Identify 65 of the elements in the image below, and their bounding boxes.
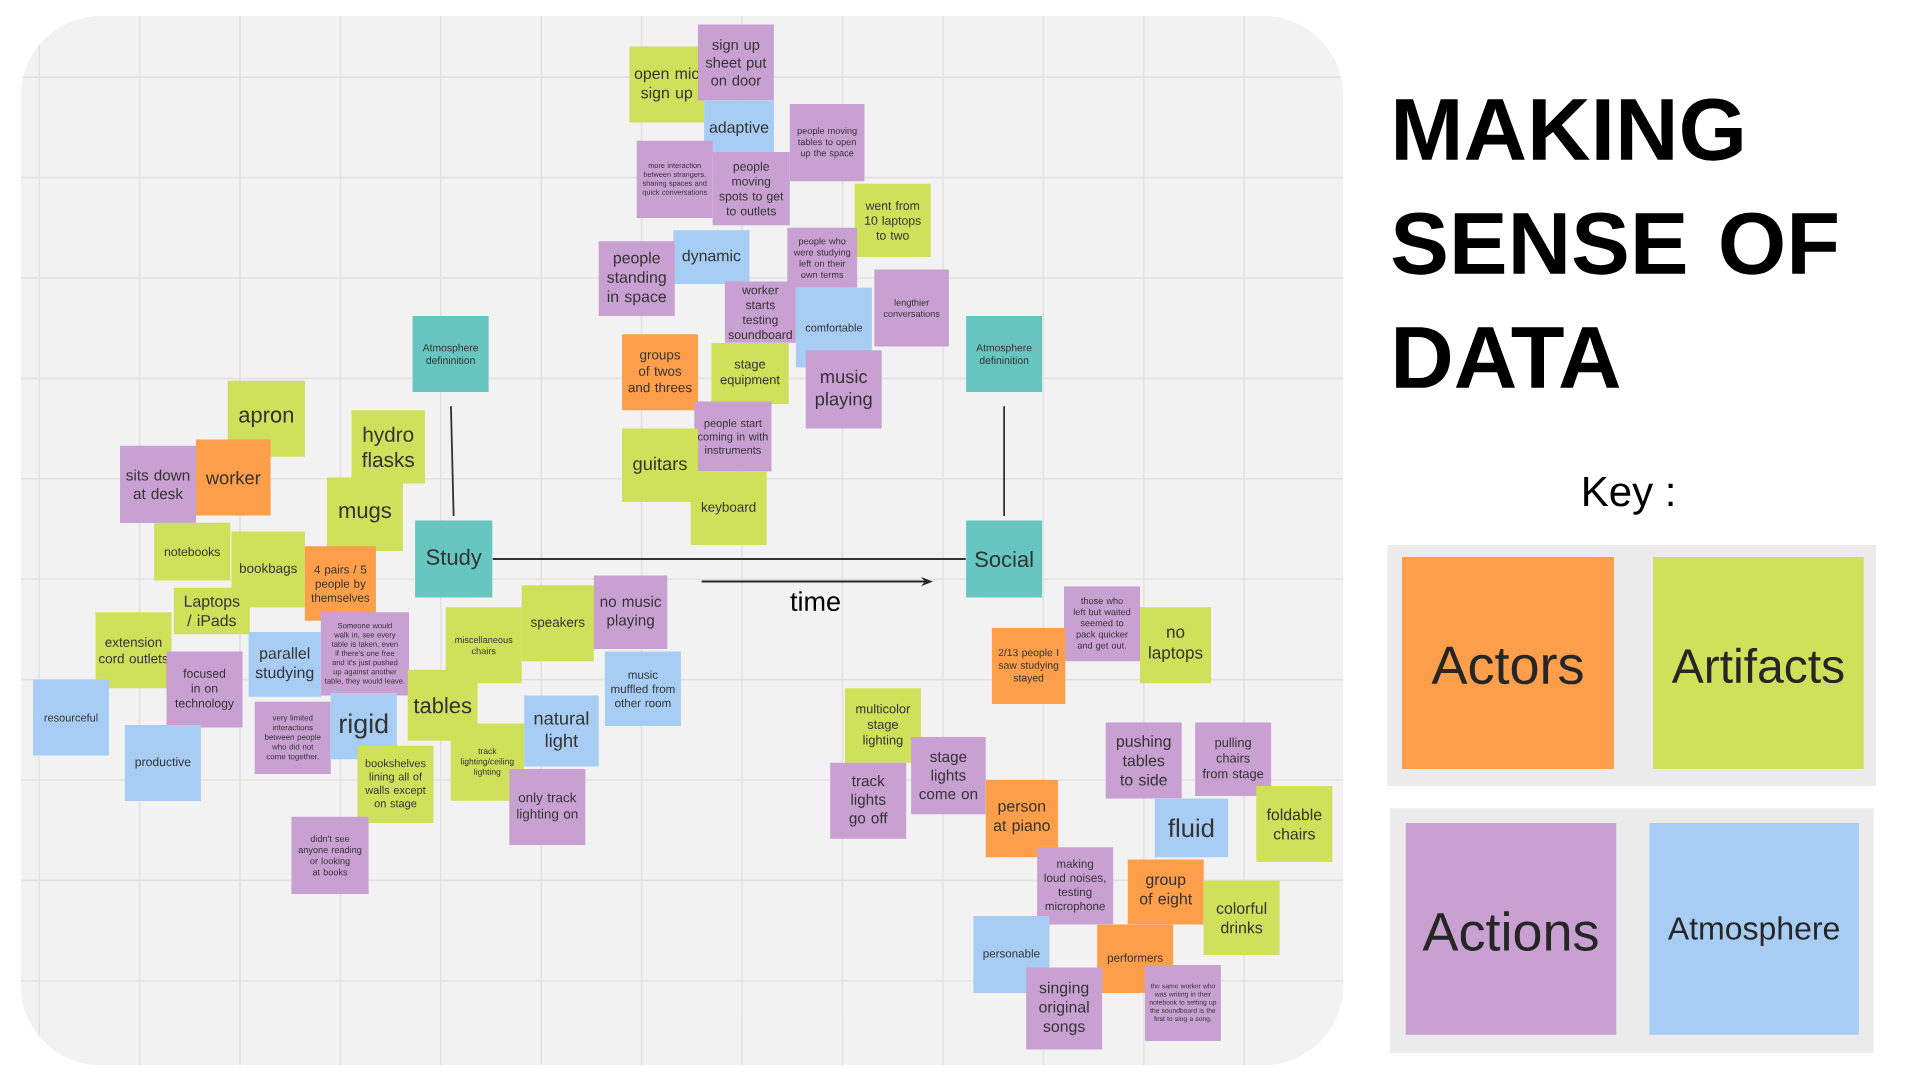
sticky-note: group of eight — [1127, 859, 1204, 925]
legend-note: Artifacts — [1653, 557, 1864, 769]
sticky-note: extension cord outlets — [95, 612, 172, 689]
key-heading: Key : — [1584, 477, 1673, 515]
title: MAKING SENSE OF DATA — [1392, 98, 1837, 388]
sticky-note: people who were studying left on their own terms — [787, 227, 858, 288]
sticky-note: pushing tables to side — [1105, 722, 1182, 799]
sticky-note: sits down at desk — [120, 445, 196, 523]
sticky-note: music playing — [805, 350, 882, 429]
sticky-note: person at piano — [985, 780, 1058, 858]
arrow-label: time — [790, 591, 840, 612]
sticky-note: productive — [124, 724, 201, 801]
sticky-note: singing original songs — [1026, 967, 1103, 1050]
sticky-note: colorful drinks — [1203, 880, 1280, 956]
sticky-note: people start coming in with instruments — [694, 401, 772, 472]
sticky-note: those who left but waited seemed to pack quicker and get out. — [1064, 586, 1140, 662]
sticky-note: music muffled from other room — [604, 651, 681, 727]
sticky-note: guitars — [622, 428, 698, 502]
sticky-note: fluid — [1154, 798, 1229, 858]
sticky-note: focused in on technology — [166, 651, 243, 728]
sticky-note: track lights go off — [830, 762, 907, 839]
sticky-note: hydro flasks — [351, 410, 425, 484]
sticky-note: went from 10 laptops to two — [854, 183, 931, 258]
sticky-note: 2/13 people I saw studying stayed — [991, 628, 1066, 705]
sticky-note: Atmosphere defininition — [966, 315, 1043, 392]
sticky-note: multicolor stage lighting — [844, 688, 921, 763]
sticky-note: foldable chairs — [1256, 786, 1333, 863]
sticky-note: bookshelves lining all of walls except on stage — [357, 745, 434, 823]
sticky-note: people moving spots to get to outlets — [712, 151, 790, 226]
sticky-note: Atmosphere defininition — [412, 315, 489, 392]
sticky-note: miscellaneous chairs — [445, 607, 522, 684]
sticky-note: people moving tables to open up the space — [789, 104, 865, 182]
connector-line — [491, 558, 967, 560]
sticky-note: stage equipment — [711, 342, 789, 405]
sticky-note: Laptops / iPads — [173, 587, 250, 635]
sticky-note: adaptive — [704, 100, 774, 157]
sticky-note: parallel studying — [248, 631, 321, 697]
sticky-note: dynamic — [673, 230, 750, 284]
sticky-note: worker — [196, 439, 271, 516]
legend-note: Actors — [1402, 557, 1614, 769]
sticky-note: people standing in space — [598, 241, 675, 316]
sticky-note: only track lighting on — [509, 768, 586, 845]
sticky-note: groups of twos and threes — [622, 334, 698, 411]
legend-note: Actions — [1405, 822, 1617, 1035]
connector-line — [1003, 405, 1005, 517]
sticky-note: resourceful — [33, 679, 109, 756]
sticky-note: lengthier conversations — [874, 269, 949, 347]
sticky-note: open mic sign up — [629, 46, 704, 123]
sticky-note: sign up sheet put on door — [697, 24, 774, 101]
legend-note: Atmosphere — [1649, 822, 1859, 1035]
sticky-note: didn't see anyone reading or looking at books — [291, 816, 369, 894]
sticky-note: Social — [966, 520, 1043, 598]
sticky-note: stage lights come on — [911, 737, 986, 815]
sticky-note: natural light — [524, 695, 599, 767]
sticky-note: making loud noises, testing microphone — [1037, 847, 1114, 925]
sticky-note: pulling chairs from stage — [1195, 722, 1272, 796]
sticky-note: mugs — [326, 477, 403, 551]
sticky-note: no laptops — [1140, 607, 1211, 684]
sticky-note: notebooks — [154, 522, 231, 581]
sticky-note: worker starts testing soundboard — [724, 281, 796, 343]
sticky-note: no music playing — [593, 575, 668, 649]
connector-line — [450, 405, 455, 517]
sticky-note: Study — [415, 520, 493, 598]
sticky-note: speakers — [521, 585, 594, 662]
sticky-note: keyboard — [690, 471, 767, 545]
